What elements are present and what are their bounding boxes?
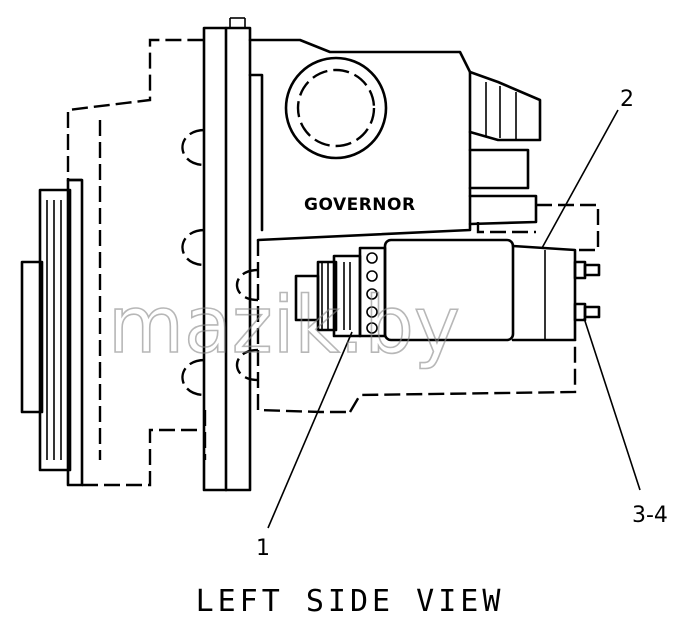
diagram-caption: LEFT SIDE VIEW (195, 584, 505, 619)
callout-3-4: 3-4 (632, 503, 668, 528)
callout-2: 2 (620, 87, 634, 112)
pulley (20, 178, 84, 487)
governor-label: GOVERNOR (304, 195, 416, 215)
left-housing (66, 38, 207, 487)
solenoid (294, 238, 601, 342)
governor-body (235, 38, 600, 414)
callout-1: 1 (256, 536, 270, 561)
leader-line-1 (267, 331, 353, 529)
leader-lines (267, 109, 641, 529)
mounting-plate (202, 17, 252, 492)
leader-line-2 (541, 109, 619, 249)
watermark: mazik.by (108, 281, 460, 371)
leader-line-3-4 (583, 317, 641, 491)
